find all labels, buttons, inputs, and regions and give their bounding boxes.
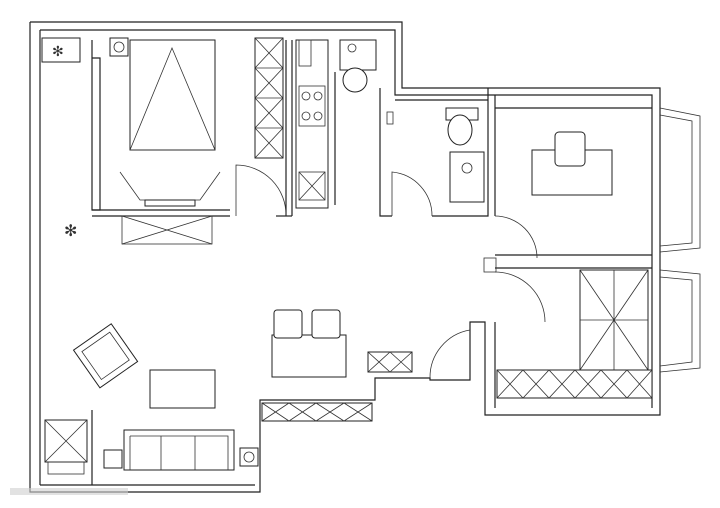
coffee-table: [149, 369, 216, 409]
study: [483, 95, 652, 273]
wardrobe: [496, 369, 653, 399]
second-bedroom: [429, 269, 653, 408]
living-dining: [44, 309, 413, 485]
bed: [129, 39, 216, 151]
watermark: [10, 488, 128, 495]
exterior-walls: [29, 21, 661, 493]
shower: [449, 151, 485, 203]
side-table: [239, 447, 259, 467]
nightstand: [109, 37, 129, 57]
svg-text:✻: ✻: [52, 43, 64, 59]
office-chair: [554, 131, 586, 167]
sink: [339, 39, 377, 71]
bathroom: [379, 88, 489, 217]
stove: [298, 85, 326, 127]
plant-icon: ✻: [64, 223, 77, 240]
tv-cabinet: [261, 402, 373, 422]
balcony-right: [659, 107, 701, 373]
side-table: [103, 449, 123, 469]
plant: [41, 37, 81, 63]
sofa: [123, 429, 235, 471]
armchair: [72, 323, 139, 389]
dining-chair: [273, 309, 303, 339]
cabinet: [367, 351, 413, 373]
chair: [342, 67, 368, 93]
master-bedroom: ✻ ✻: [41, 37, 292, 245]
kitchen: [291, 39, 377, 216]
dining-table: [271, 334, 347, 378]
dining-chair: [311, 309, 341, 339]
